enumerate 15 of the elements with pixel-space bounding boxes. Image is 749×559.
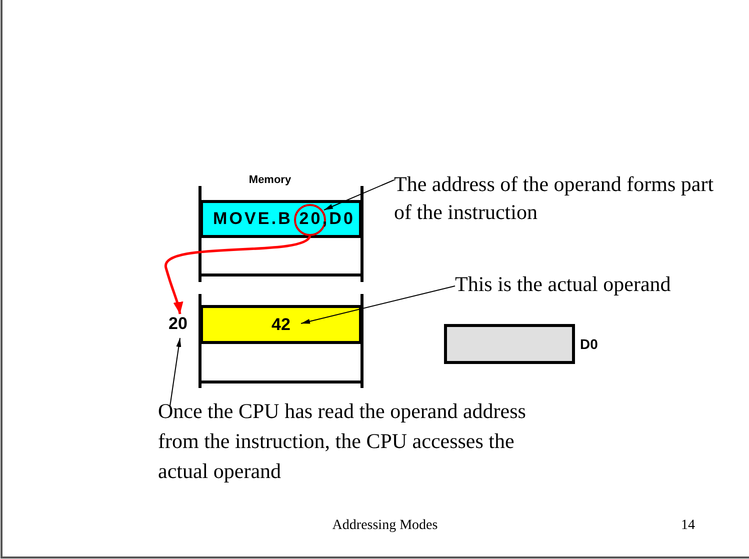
explanation-text: Once the CPU has read the operand address from the instruction, the CPU accesses the actual operand [158, 396, 538, 492]
callout-text: The address of the operand forms part of the instruction [394, 170, 734, 230]
arrow [324, 180, 394, 210]
arrow [170, 338, 182, 406]
register-name: D0 [580, 336, 598, 352]
memory-address: 20 [160, 314, 196, 338]
arrow [164, 235, 311, 314]
footer-title: Addressing Modes [331, 518, 439, 534]
arrow [300, 286, 456, 324]
operand-value: 42 [272, 314, 290, 334]
column-heading: Memory [248, 174, 292, 186]
memory-cell [200, 305, 362, 344]
page-number: 14 [680, 518, 696, 534]
callout-text: This is the actual operand [455, 270, 745, 300]
data-register-box [444, 324, 575, 364]
